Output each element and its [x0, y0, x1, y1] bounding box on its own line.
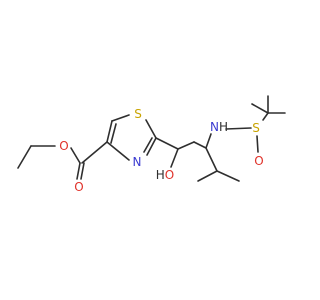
bond-c-eq-o-1 — [76, 162, 81, 180]
oxygen-carbonyl-label: O — [74, 180, 83, 194]
bond-c4-c5-a — [106, 120, 113, 143]
bond-ch-ch2 — [177, 141, 195, 150]
sulfur-ring-label: S — [134, 107, 142, 121]
bond-s-o — [256, 135, 259, 153]
bond-c2-n3-b — [143, 137, 153, 153]
sulfinyl-sulfur-label: S — [252, 121, 260, 135]
nitrogen-ring-label: N — [133, 155, 142, 169]
bond-c-eq-o-2 — [80, 162, 85, 180]
bond-c2-n3-a — [146, 137, 157, 156]
bond-iso-me2 — [216, 170, 240, 182]
molecule-drawing: O O S N HO NH S O — [17, 95, 286, 194]
bond-s-tbu — [262, 112, 269, 121]
amine-nh-label: NH — [210, 120, 228, 134]
bond-c4-c5-b — [110, 123, 117, 144]
structure-canvas: O O S N HO NH S O — [17, 95, 286, 194]
atom-labels: O O S N HO NH S O — [59, 107, 263, 194]
bond-chn-ch-iso — [205, 147, 218, 172]
bond-o-carbonyl-c — [70, 147, 81, 164]
bond-s1-c2 — [145, 119, 157, 139]
bond-tbu-me1 — [251, 103, 269, 114]
bond-carbonyl-c4 — [81, 141, 108, 164]
sulfinyl-oxygen-label: O — [254, 154, 263, 168]
bond-ch2-chn — [193, 141, 207, 149]
bond-c2-ch — [155, 137, 179, 150]
bond-nh-s — [225, 127, 252, 130]
bond-iso-me1 — [197, 170, 218, 182]
bond-ch3-ch2 — [17, 145, 32, 169]
bond-ch-oh — [170, 148, 179, 168]
bond-c5-s1 — [111, 114, 130, 122]
bond-chn-nh — [205, 133, 212, 149]
hydroxyl-label: HO — [156, 168, 174, 182]
bond-n3-c4 — [106, 141, 130, 161]
oxygen-ester-label: O — [59, 139, 68, 153]
bonds — [17, 95, 286, 182]
